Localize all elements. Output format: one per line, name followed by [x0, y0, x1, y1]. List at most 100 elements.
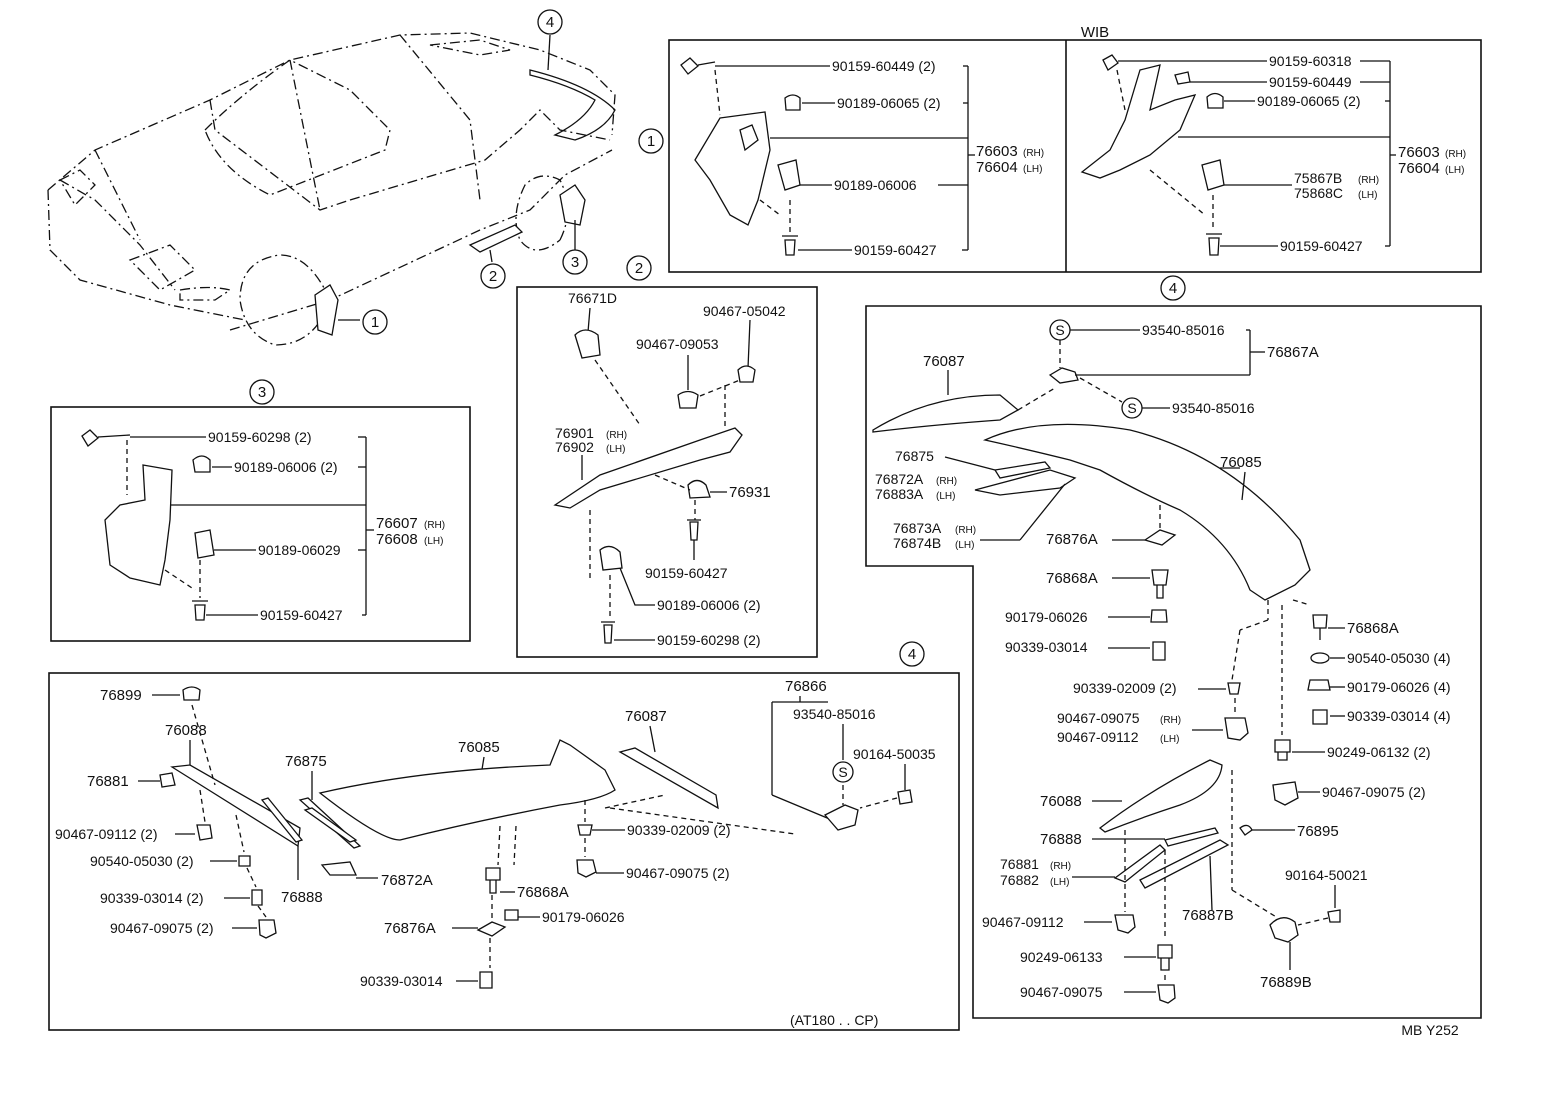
part-number: 93540-85016: [1142, 322, 1225, 338]
svg-text:(LH): (LH): [424, 536, 443, 547]
part-number: 76085: [1220, 454, 1262, 471]
part-number: 90159-60298 (2): [208, 429, 312, 445]
part-number: 76604: [976, 159, 1018, 176]
part-number: 76868A: [1046, 570, 1098, 587]
part-number: 90249-06133: [1020, 949, 1103, 965]
part-number: 90159-60449 (2): [832, 58, 936, 74]
drawing-code: MB Y252: [1401, 1022, 1459, 1038]
svg-text:S: S: [1055, 322, 1064, 338]
part-number: 76603: [976, 143, 1018, 160]
part-number: 76604: [1398, 160, 1440, 177]
part-number: 76888: [1040, 831, 1082, 848]
svg-text:(LH): (LH): [1358, 190, 1377, 201]
part-number: 90179-06026 (4): [1347, 679, 1451, 695]
part-number: 90179-06026: [1005, 609, 1088, 625]
svg-text:(LH): (LH): [606, 444, 625, 455]
part-number: 90467-09075 (2): [110, 920, 214, 936]
part-number: 76882: [1000, 872, 1039, 888]
section-3-box: [50, 406, 471, 642]
part-number: 90467-05042: [703, 303, 786, 319]
part-number: 76895: [1297, 823, 1339, 840]
part-number: 90179-06026: [542, 909, 625, 925]
section-1-label: 1: [647, 133, 655, 150]
part-number: 76876A: [1046, 531, 1098, 548]
part-number: 75867B: [1294, 170, 1342, 186]
part-number: 90339-02009 (2): [1073, 680, 1177, 696]
part-number: 76603: [1398, 144, 1440, 161]
part-number: 76881: [87, 773, 129, 790]
part-number: 90467-09075 (2): [1322, 784, 1426, 800]
svg-text:(RH): (RH): [1160, 715, 1181, 726]
section-1-front-mudguard: 1 WIB 90159-60449 (2) 90189-06065 (2) 90…: [638, 24, 1482, 273]
part-number: 76874B: [893, 535, 941, 551]
part-number: 90467-09112 (2): [55, 826, 157, 842]
part-number: 90467-09112: [982, 914, 1064, 930]
model-note: (AT180 . . CP): [790, 1012, 878, 1028]
part-number: 76088: [1040, 793, 1082, 810]
part-number: 90159-60449: [1269, 74, 1352, 90]
callout-4-car: [537, 9, 563, 35]
part-number: 90339-02009 (2): [627, 822, 731, 838]
part-number: 76867A: [1267, 344, 1319, 361]
part-number: 90540-05030 (2): [90, 853, 194, 869]
part-number: 90249-06132 (2): [1327, 744, 1431, 760]
section-4-rear-spoiler-right: 4 S 93540-85016 76867A S 93540-85016 760…: [865, 275, 1482, 1019]
part-number: 90339-03014: [360, 973, 443, 989]
part-number: 76608: [376, 531, 418, 548]
part-number: 76088: [165, 722, 207, 739]
callout-3-car: [562, 249, 588, 275]
bolt-shape: [680, 57, 699, 75]
section-4-label: 4: [1169, 280, 1177, 297]
part-number: 76872A: [875, 471, 924, 487]
svg-text:(RH): (RH): [936, 476, 957, 487]
part-number: 76876A: [384, 920, 436, 937]
section-4-rear-spoiler-left: 4 76899 76088 76881 90467-09112 (2) 9054…: [48, 641, 960, 1031]
part-number: 76902: [555, 439, 594, 455]
section-2-side-spoiler: 2 76671D 90467-05042 90467-09053 76901 (…: [516, 255, 818, 658]
svg-text:(LH): (LH): [1445, 165, 1464, 176]
retainer-shape: [777, 159, 801, 191]
car-illustration: 1 2 3 4: [47, 9, 616, 346]
part-number: 90467-09075 (2): [626, 865, 730, 881]
svg-text:S: S: [838, 764, 847, 780]
part-number: 76901: [555, 425, 594, 441]
section-4-right-box: [865, 305, 1482, 1019]
mudguard-shape: [694, 111, 771, 226]
part-number: 76085: [458, 739, 500, 756]
part-number: 90189-06065 (2): [1257, 93, 1361, 109]
part-number: 76899: [100, 687, 142, 704]
svg-text:S: S: [1127, 400, 1136, 416]
callout-1-car: [362, 309, 388, 335]
part-number: 76887B: [1182, 907, 1234, 924]
callout-4-car-label: 4: [546, 14, 554, 31]
part-number: 76087: [923, 353, 965, 370]
callout-2-car: [480, 263, 506, 289]
part-number: 76881: [1000, 856, 1039, 872]
svg-text:(LH): (LH): [936, 491, 955, 502]
part-number: 90189-06006: [834, 177, 917, 193]
part-number: 90159-60298 (2): [657, 632, 761, 648]
part-number: 76889B: [1260, 974, 1312, 991]
part-number: 90467-09075: [1057, 710, 1140, 726]
part-number: 76872A: [381, 872, 433, 889]
part-number: 76875: [895, 448, 934, 464]
part-number: 76087: [625, 708, 667, 725]
part-number: 90467-09053: [636, 336, 719, 352]
section-1-box: [668, 39, 1482, 273]
part-number: 76883A: [875, 486, 924, 502]
svg-text:(RH): (RH): [1358, 175, 1379, 186]
part-number: 90540-05030 (4): [1347, 650, 1451, 666]
svg-text:(RH): (RH): [1023, 148, 1044, 159]
part-number: 76607: [376, 515, 418, 532]
part-number: 90159-60318: [1269, 53, 1352, 69]
callout-3-car-label: 3: [571, 254, 579, 271]
svg-text:(RH): (RH): [606, 430, 627, 441]
section-3-label: 3: [258, 384, 266, 401]
part-number: 93540-85016: [1172, 400, 1255, 416]
svg-text:(RH): (RH): [1050, 861, 1071, 872]
part-number: 90159-60427: [854, 242, 937, 258]
callout-2-car-label: 2: [489, 268, 497, 285]
part-number: 90159-60427: [1280, 238, 1363, 254]
part-number: 90189-06029: [258, 542, 341, 558]
